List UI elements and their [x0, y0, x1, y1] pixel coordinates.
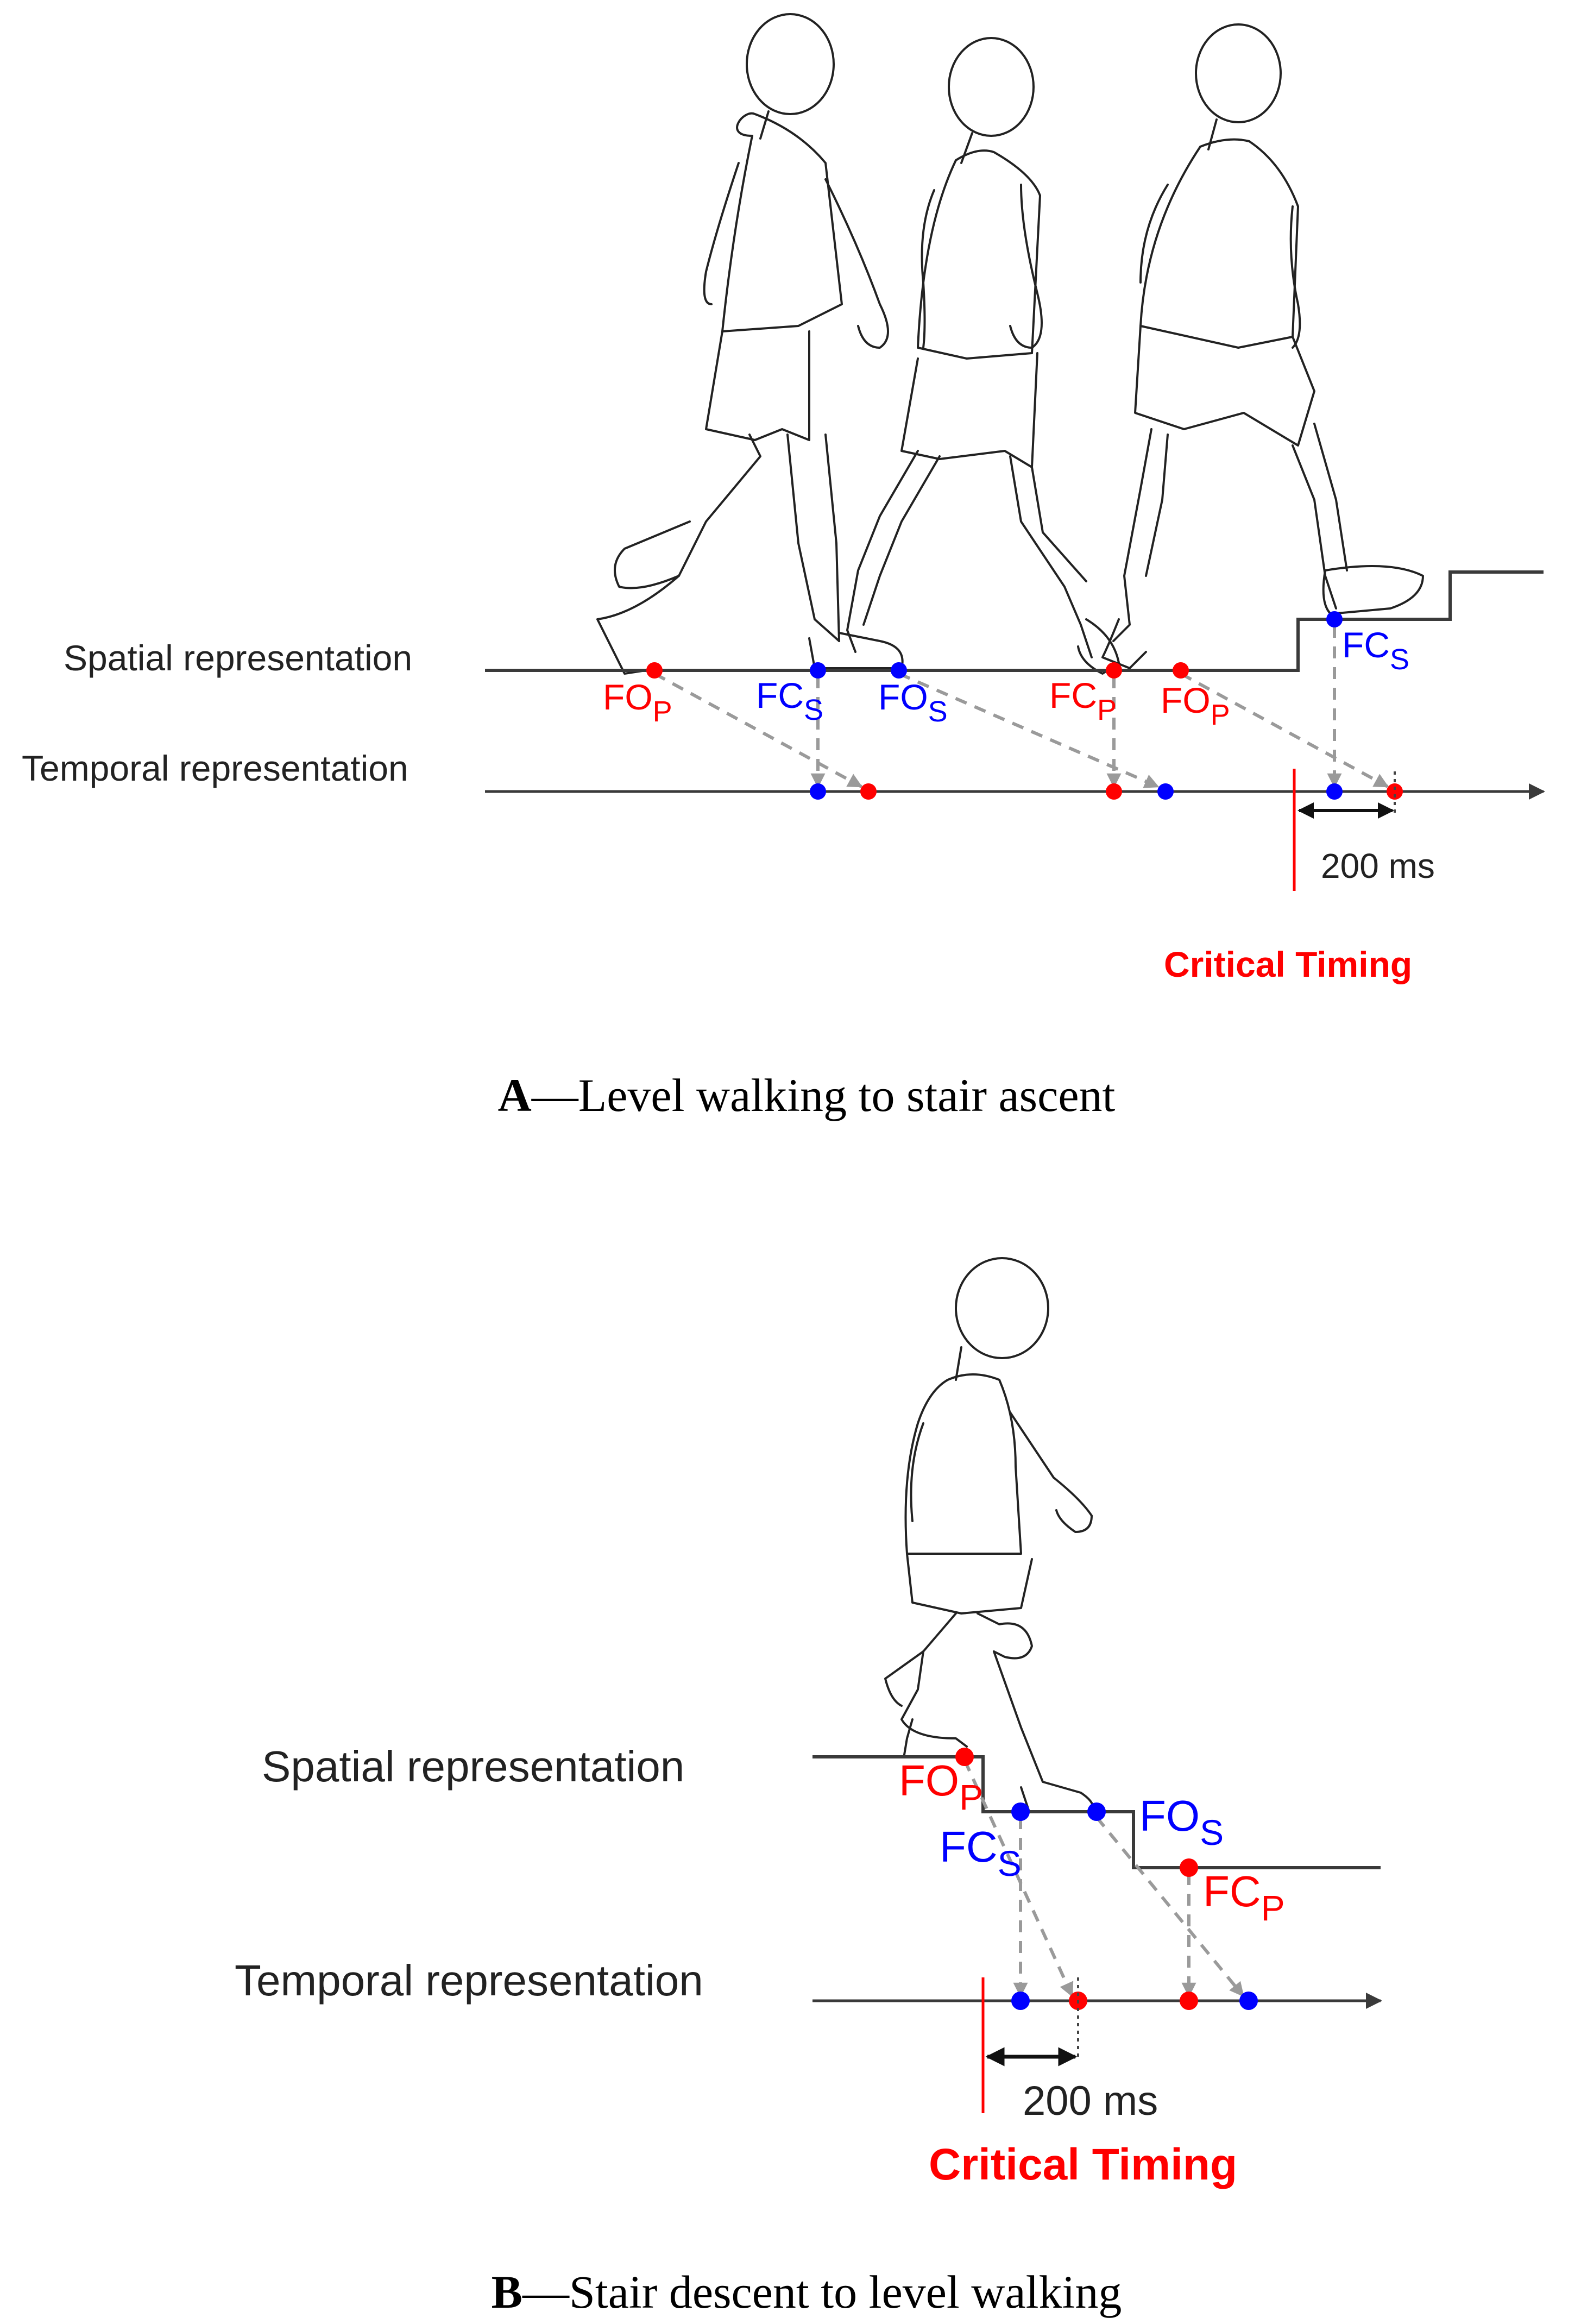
- projection-arrows-b: [963, 1759, 1245, 1998]
- projection-arrows-a: [653, 626, 1389, 788]
- panel-a: Spatial representation Temporal represen…: [22, 13, 1545, 1121]
- fos1-label: FOS: [878, 677, 948, 728]
- spatial-label-b: Spatial representation: [262, 1742, 684, 1791]
- fos-temporal-dot: [1239, 1992, 1258, 2010]
- fos-label: FOS: [1139, 1792, 1224, 1852]
- temporal-event-dots-a: [810, 783, 1403, 800]
- fcs-spatial-dot: [1011, 1802, 1030, 1821]
- caption-b: B—Stair descent to level walking: [492, 2266, 1122, 2318]
- fop-spatial-dot: [955, 1748, 974, 1766]
- descending-walker-figure: [884, 1257, 1094, 1813]
- walker-figure-1: [596, 13, 904, 675]
- fcp1-spatial-dot: [1106, 662, 1122, 679]
- caption-a: A—Level walking to stair ascent: [498, 1069, 1116, 1121]
- fcs2-temporal-dot: [1326, 783, 1343, 800]
- event-labels-b: FOP FCS FOS FCP: [899, 1756, 1285, 1928]
- fcs2-label: FCS: [1342, 625, 1409, 676]
- event-labels-a: FOP FCS FOS FCP FOP FCS: [603, 625, 1409, 731]
- fos1-temporal-dot: [1157, 783, 1174, 800]
- fcs-label: FCS: [940, 1823, 1022, 1883]
- walker-figure-2: [846, 37, 1120, 675]
- fcs2-spatial-dot: [1326, 611, 1343, 627]
- spatial-ground-a: [485, 570, 1544, 672]
- interval-label-a: 200 ms: [1321, 846, 1435, 885]
- fop2-label: FOP: [1161, 680, 1230, 731]
- fop1-temporal-dot: [860, 783, 877, 800]
- fop2-spatial-dot: [1173, 662, 1189, 679]
- fcp-label: FCP: [1203, 1867, 1285, 1928]
- temporal-label-a: Temporal representation: [22, 748, 408, 788]
- fos1-spatial-dot: [891, 662, 907, 679]
- fcs1-label: FCS: [756, 675, 823, 726]
- walker-figure-3: [1101, 23, 1424, 669]
- panel-b: Spatial representation Temporal represen…: [235, 1257, 1382, 2318]
- critical-timing-label-b: Critical Timing: [929, 2140, 1237, 2189]
- fcs-temporal-dot: [1011, 1992, 1030, 2010]
- fcs1-temporal-dot: [810, 783, 826, 800]
- temporal-label-b: Temporal representation: [235, 1956, 703, 2005]
- fcp1-temporal-dot: [1106, 783, 1122, 800]
- fos-spatial-dot: [1087, 1802, 1106, 1821]
- fcp1-label: FCP: [1049, 675, 1117, 726]
- spatial-label-a: Spatial representation: [64, 638, 412, 678]
- fcp-spatial-dot: [1180, 1858, 1198, 1877]
- spatial-ground-b: [812, 1755, 1381, 1869]
- fop-label: FOP: [899, 1756, 983, 1817]
- critical-timing-label-a: Critical Timing: [1164, 944, 1412, 984]
- fop1-spatial-dot: [646, 662, 663, 679]
- spatial-event-dots-b: [955, 1748, 1198, 1877]
- fop2-temporal-dot: [1387, 783, 1403, 800]
- fcp-temporal-dot: [1180, 1992, 1198, 2010]
- fop1-label: FOP: [603, 677, 672, 728]
- fcs1-spatial-dot: [810, 662, 826, 679]
- spatial-event-dots-a: [646, 611, 1343, 679]
- interval-label-b: 200 ms: [1023, 2078, 1158, 2124]
